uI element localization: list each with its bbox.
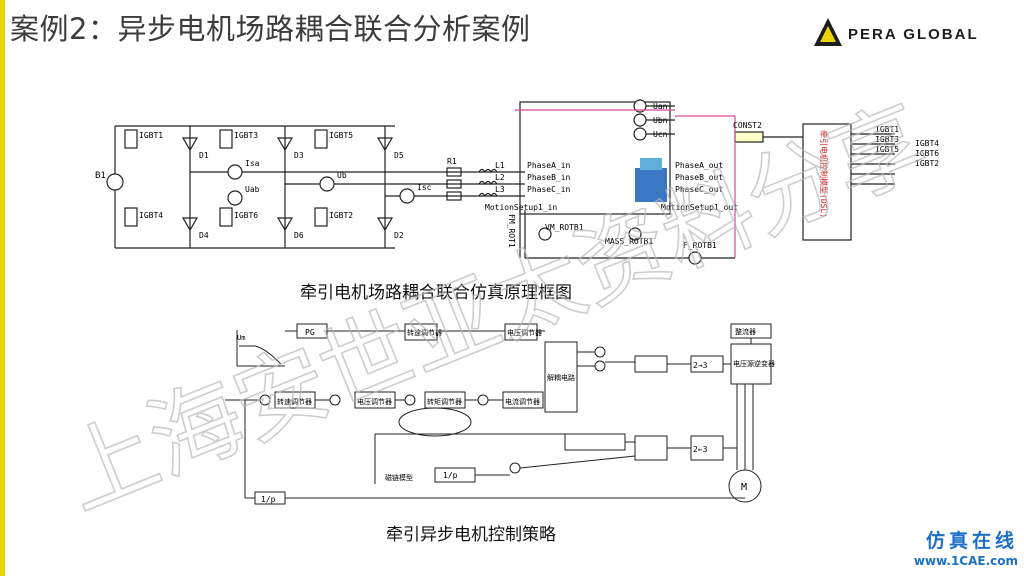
- integrator-label: 1/p: [443, 471, 458, 480]
- isc-label: Isc: [417, 183, 432, 192]
- out-igbt2: IGBT2: [915, 159, 939, 168]
- out-igbt1: IGBT1: [875, 125, 899, 134]
- bottom-figure-caption: 牵引异步电机控制策略: [386, 525, 556, 545]
- uab-label: Uab: [245, 185, 260, 194]
- flux-model-label: 磁链模型: [385, 473, 413, 482]
- vm-label: VM_ROTB1: [545, 223, 584, 232]
- igbt6-label: IGBT6: [234, 211, 258, 220]
- out-igbt4: IGBT4: [915, 139, 939, 148]
- uan-label: Uan: [653, 102, 668, 111]
- f-label: F_ROTB1: [683, 241, 717, 250]
- d1-label: D1: [199, 151, 209, 160]
- decouple-label: 解耦电路: [547, 373, 575, 382]
- conv-32-label: 2←3: [693, 445, 708, 454]
- slide-title: 案例2：异步电机场路耦合联合分析案例: [10, 12, 531, 46]
- motor-label: M: [741, 482, 747, 493]
- badge-url: www.1CAE.com: [913, 554, 1018, 568]
- company-logo: PERA GLOBAL: [812, 16, 1012, 50]
- phaseC-in-label: PhaseC_in: [527, 185, 571, 194]
- site-badge: 仿真在线 www.1CAE.com: [898, 526, 1018, 572]
- badge-title: 仿真在线: [925, 530, 1018, 552]
- voltage-reg-2-label: 电压调节器: [357, 397, 392, 406]
- top-figure-caption: 牵引电机场路耦合联合仿真原理框图: [300, 283, 572, 303]
- source-label: B1: [95, 171, 106, 181]
- accent-bar: [0, 0, 5, 576]
- speed-reg-label: 转速调节器: [407, 328, 442, 337]
- phaseB-out-label: PhaseB_out: [675, 173, 723, 182]
- logo-text: PERA GLOBAL: [848, 26, 979, 43]
- isa-label: Isa: [245, 159, 260, 168]
- ub-label: Ub: [337, 171, 347, 180]
- out-igbt5: IGBT5: [875, 145, 899, 154]
- phaseB-in-label: PhaseB_in: [527, 173, 571, 182]
- fm-label: FM_ROT1: [507, 214, 516, 248]
- phaseC-out-label: PhaseC_out: [675, 185, 723, 194]
- out-igbt3: IGBT3: [875, 135, 899, 144]
- inverter-label: 电压源逆变器: [733, 359, 775, 368]
- l2-label: L2: [495, 173, 505, 182]
- d4-label: D4: [199, 231, 209, 240]
- igbt4-label: IGBT4: [139, 211, 163, 220]
- motion-out-label: MotionSetup1_out: [661, 203, 738, 212]
- pg-label: PG: [305, 328, 315, 337]
- control-strategy-diagram: Um PG 转速调节器 电压调节器 转速调节器 电压调节器 转矩调节器 电流调节…: [225, 323, 775, 505]
- integrator-2-label: 1/p: [261, 495, 276, 504]
- d2-label: D2: [394, 231, 404, 240]
- phaseA-out-label: PhaseA_out: [675, 161, 723, 170]
- d5-label: D5: [394, 151, 404, 160]
- d6-label: D6: [294, 231, 304, 240]
- ubn-label: Ubn: [653, 116, 668, 125]
- current-reg-label: 电流调节器: [505, 397, 540, 406]
- triangle-logo-icon: [814, 18, 842, 46]
- cosim-schematic: B1 IGBT1 IGBT3 IGBT5 IGBT4 IGBT6 IGBT2 D…: [95, 99, 939, 265]
- voltage-reg-label: 电压调节器: [507, 328, 542, 337]
- igbt3-label: IGBT3: [234, 131, 258, 140]
- out-igbt6: IGBT6: [915, 149, 939, 158]
- ucn-label: Ucn: [653, 130, 668, 139]
- torque-reg-label: 转矩调节器: [427, 397, 462, 406]
- igbt2-label: IGBT2: [329, 211, 353, 220]
- const2-label: CONST2: [733, 121, 762, 130]
- igbt5-label: IGBT5: [329, 131, 353, 140]
- d3-label: D3: [294, 151, 304, 160]
- igbt1-label: IGBT1: [139, 131, 163, 140]
- controller-label: 牵引电机控制模型(DSL): [819, 130, 829, 218]
- r1-label: R1: [447, 157, 457, 166]
- speed-reg-2-label: 转速调节器: [277, 397, 312, 406]
- l1-label: L1: [495, 161, 505, 170]
- phaseA-in-label: PhaseA_in: [527, 161, 571, 170]
- l3-label: L3: [495, 185, 505, 194]
- um-axis-label: Um: [237, 334, 245, 342]
- rectifier-label: 整流器: [735, 327, 756, 336]
- mass-label: MASS_ROTB1: [605, 237, 653, 246]
- conv-23-label: 2→3: [693, 361, 708, 370]
- motion-in-label: MotionSetup1_in: [485, 203, 557, 212]
